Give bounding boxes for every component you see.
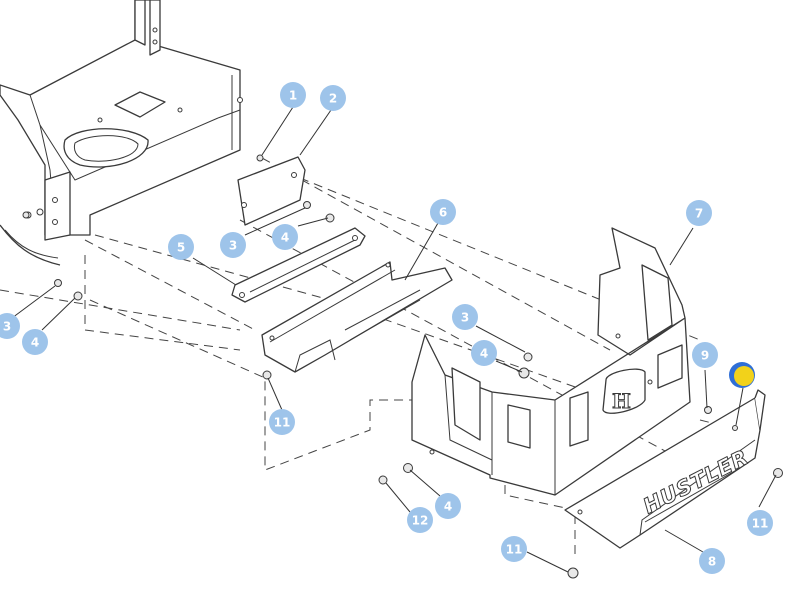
callout-2[interactable]: 2	[320, 85, 346, 111]
callout-4d[interactable]: 4	[435, 493, 461, 519]
shield-logo: H	[612, 389, 631, 413]
callout-7[interactable]: 7	[686, 200, 712, 226]
svg-text:2: 2	[329, 92, 337, 106]
svg-text:4: 4	[281, 231, 289, 245]
callout-11c[interactable]: 11	[747, 510, 773, 536]
svg-text:9: 9	[701, 349, 709, 363]
highlight-marker[interactable]	[729, 362, 755, 388]
callout-3[interactable]: 3	[220, 232, 246, 258]
callout-4c[interactable]: 4	[22, 329, 48, 355]
callout-4b[interactable]: 4	[471, 340, 497, 366]
svg-text:3: 3	[461, 311, 469, 325]
cover-plate	[237, 156, 306, 226]
svg-text:3: 3	[229, 239, 237, 253]
svg-text:11: 11	[274, 416, 291, 430]
callout-8[interactable]: 8	[699, 548, 725, 574]
front-shield: H	[411, 227, 691, 496]
callout-12[interactable]: 12	[407, 507, 433, 533]
callouts: 1 2 3 4 5 6 3 4 3 4 7 9 11 4 12 11 8 11	[0, 82, 773, 574]
callout-4[interactable]: 4	[272, 224, 298, 250]
svg-text:6: 6	[439, 206, 447, 220]
hardware	[22, 154, 783, 579]
svg-text:5: 5	[177, 241, 185, 255]
svg-text:8: 8	[708, 555, 716, 569]
callout-11b[interactable]: 11	[501, 536, 527, 562]
svg-text:12: 12	[412, 514, 429, 528]
callout-11[interactable]: 11	[269, 409, 295, 435]
svg-text:11: 11	[752, 517, 769, 531]
callout-6[interactable]: 6	[430, 199, 456, 225]
callout-9[interactable]: 9	[692, 342, 718, 368]
svg-text:1: 1	[289, 89, 297, 103]
svg-text:4: 4	[480, 347, 488, 361]
mower-frame	[0, 0, 243, 266]
svg-text:11: 11	[506, 543, 523, 557]
callout-3c[interactable]: 3	[0, 313, 20, 339]
svg-text:7: 7	[695, 207, 703, 221]
svg-text:4: 4	[444, 500, 452, 514]
svg-text:4: 4	[31, 336, 39, 350]
callout-1[interactable]: 1	[280, 82, 306, 108]
svg-text:3: 3	[3, 320, 11, 334]
support-bar	[231, 227, 366, 303]
channel-bracket	[261, 261, 453, 373]
callout-3b[interactable]: 3	[452, 304, 478, 330]
leader-lines	[11, 106, 777, 573]
callout-5[interactable]: 5	[168, 234, 194, 260]
